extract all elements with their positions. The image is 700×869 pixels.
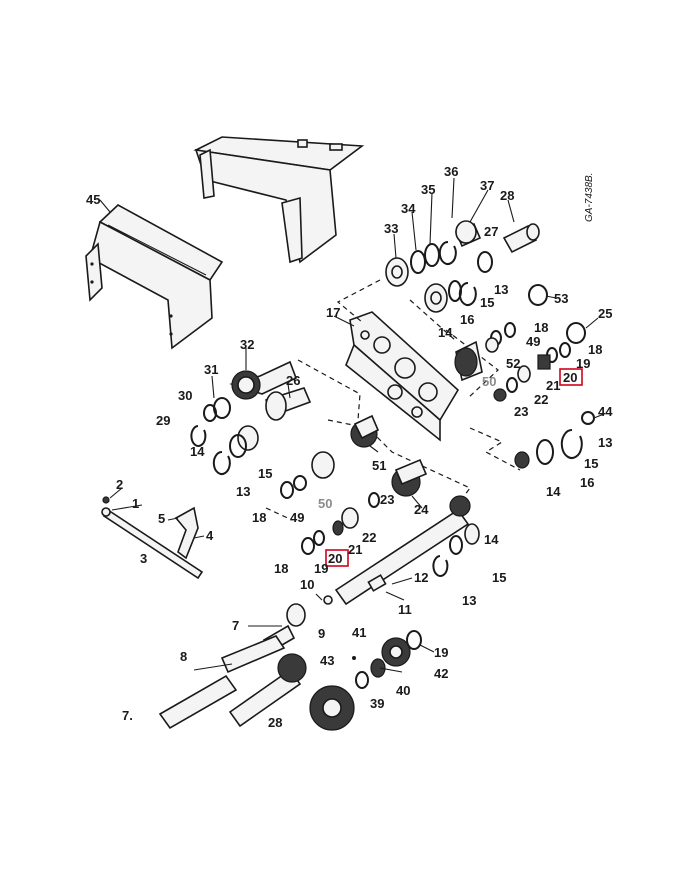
callout-51: 51	[372, 458, 386, 473]
callout-32: 32	[240, 337, 254, 352]
callout-15-upper: 15	[480, 295, 494, 310]
callout-5: 5	[158, 511, 165, 526]
leader-lines	[99, 177, 605, 673]
callout-42: 42	[434, 666, 448, 681]
callout-18-b: 18	[588, 342, 602, 357]
callout-16-right: 16	[580, 475, 594, 490]
callout-23-lower: 23	[380, 492, 394, 507]
callout-30: 30	[178, 388, 192, 403]
callout-16-upper: 16	[460, 312, 474, 327]
callout-20-lower: 20	[328, 551, 342, 566]
gear-housing-17	[345, 311, 460, 442]
callout-21-upper: 21	[546, 378, 560, 393]
callout-7-upper: 7	[232, 618, 239, 633]
callout-37: 37	[480, 178, 494, 193]
callout-14-upper: 14	[438, 325, 453, 340]
callout-45: 45	[86, 192, 100, 207]
callout-11: 11	[398, 602, 412, 617]
callout-28-lower: 28	[268, 715, 282, 730]
callout-50-upper: 50	[482, 374, 496, 389]
main-shaft-12	[323, 495, 480, 606]
callout-15-right: 15	[584, 456, 598, 471]
right-side-parts	[454, 284, 595, 469]
callout-28-upper: 28	[500, 188, 514, 203]
callout-8: 8	[180, 649, 187, 664]
callout-19-lower: 19	[314, 561, 328, 576]
callout-29: 29	[156, 413, 170, 428]
callout-22-lower: 22	[362, 530, 376, 545]
callout-15-left: 15	[258, 466, 272, 481]
callout-22-upper: 22	[534, 392, 548, 407]
callout-23-upper: 23	[514, 404, 528, 419]
callout-13-shaft: 13	[462, 593, 476, 608]
callout-15-shaft: 15	[492, 570, 506, 585]
callout-14-right: 14	[546, 484, 561, 499]
callout-13-right: 13	[598, 435, 612, 450]
callout-24: 24	[414, 502, 429, 517]
callout-35: 35	[421, 182, 435, 197]
callout-34: 34	[401, 201, 416, 216]
callout-17: 17	[326, 305, 340, 320]
callout-49-lower: 49	[290, 510, 304, 525]
callouts: 45 36 37 35 34 28 33 27 13 15 53 25 18 1…	[86, 164, 613, 730]
callout-4: 4	[206, 528, 214, 543]
callout-18-a: 18	[534, 320, 548, 335]
callout-13-upper: 13	[494, 282, 508, 297]
lower-parts	[158, 603, 422, 731]
callout-7-lower: 7.	[122, 708, 133, 723]
callout-13-left: 13	[236, 484, 250, 499]
callout-14-shaft: 14	[484, 532, 499, 547]
callout-39: 39	[370, 696, 384, 711]
callout-20-upper: 20	[563, 370, 577, 385]
callout-1: 1	[132, 496, 139, 511]
callout-33: 33	[384, 221, 398, 236]
top-cover	[193, 136, 365, 264]
callout-25: 25	[598, 306, 612, 321]
highlight-box-20-upper	[559, 368, 583, 386]
highlight-box-20-lower	[325, 549, 349, 567]
upper-right-parts	[385, 220, 540, 313]
callout-52: 52	[506, 356, 520, 371]
callout-41: 41	[352, 625, 366, 640]
callout-19-upper: 19	[576, 356, 590, 371]
callout-36: 36	[444, 164, 458, 179]
drawing-code: GA-7438B.	[584, 173, 595, 222]
callout-21-lower: 21	[348, 542, 362, 557]
callout-18-d: 18	[274, 561, 288, 576]
callout-44: 44	[598, 404, 613, 419]
callout-43: 43	[320, 653, 334, 668]
callout-26: 26	[286, 373, 300, 388]
callout-53: 53	[554, 291, 568, 306]
shifter-rod	[101, 496, 204, 580]
callout-49-upper: 49	[526, 334, 540, 349]
callout-2: 2	[116, 477, 123, 492]
callout-10: 10	[300, 577, 314, 592]
callout-40: 40	[396, 683, 410, 698]
callout-27: 27	[484, 224, 498, 239]
callout-12: 12	[414, 570, 428, 585]
callout-18-c: 18	[252, 510, 266, 525]
callout-31: 31	[204, 362, 218, 377]
gears-left	[190, 360, 428, 555]
callout-9: 9	[318, 626, 325, 641]
callout-3: 3	[140, 551, 147, 566]
shield-45	[85, 204, 224, 350]
callout-14-left: 14	[190, 444, 205, 459]
callout-19-bottom: 19	[434, 645, 448, 660]
callout-50-lower: 50	[318, 496, 332, 511]
